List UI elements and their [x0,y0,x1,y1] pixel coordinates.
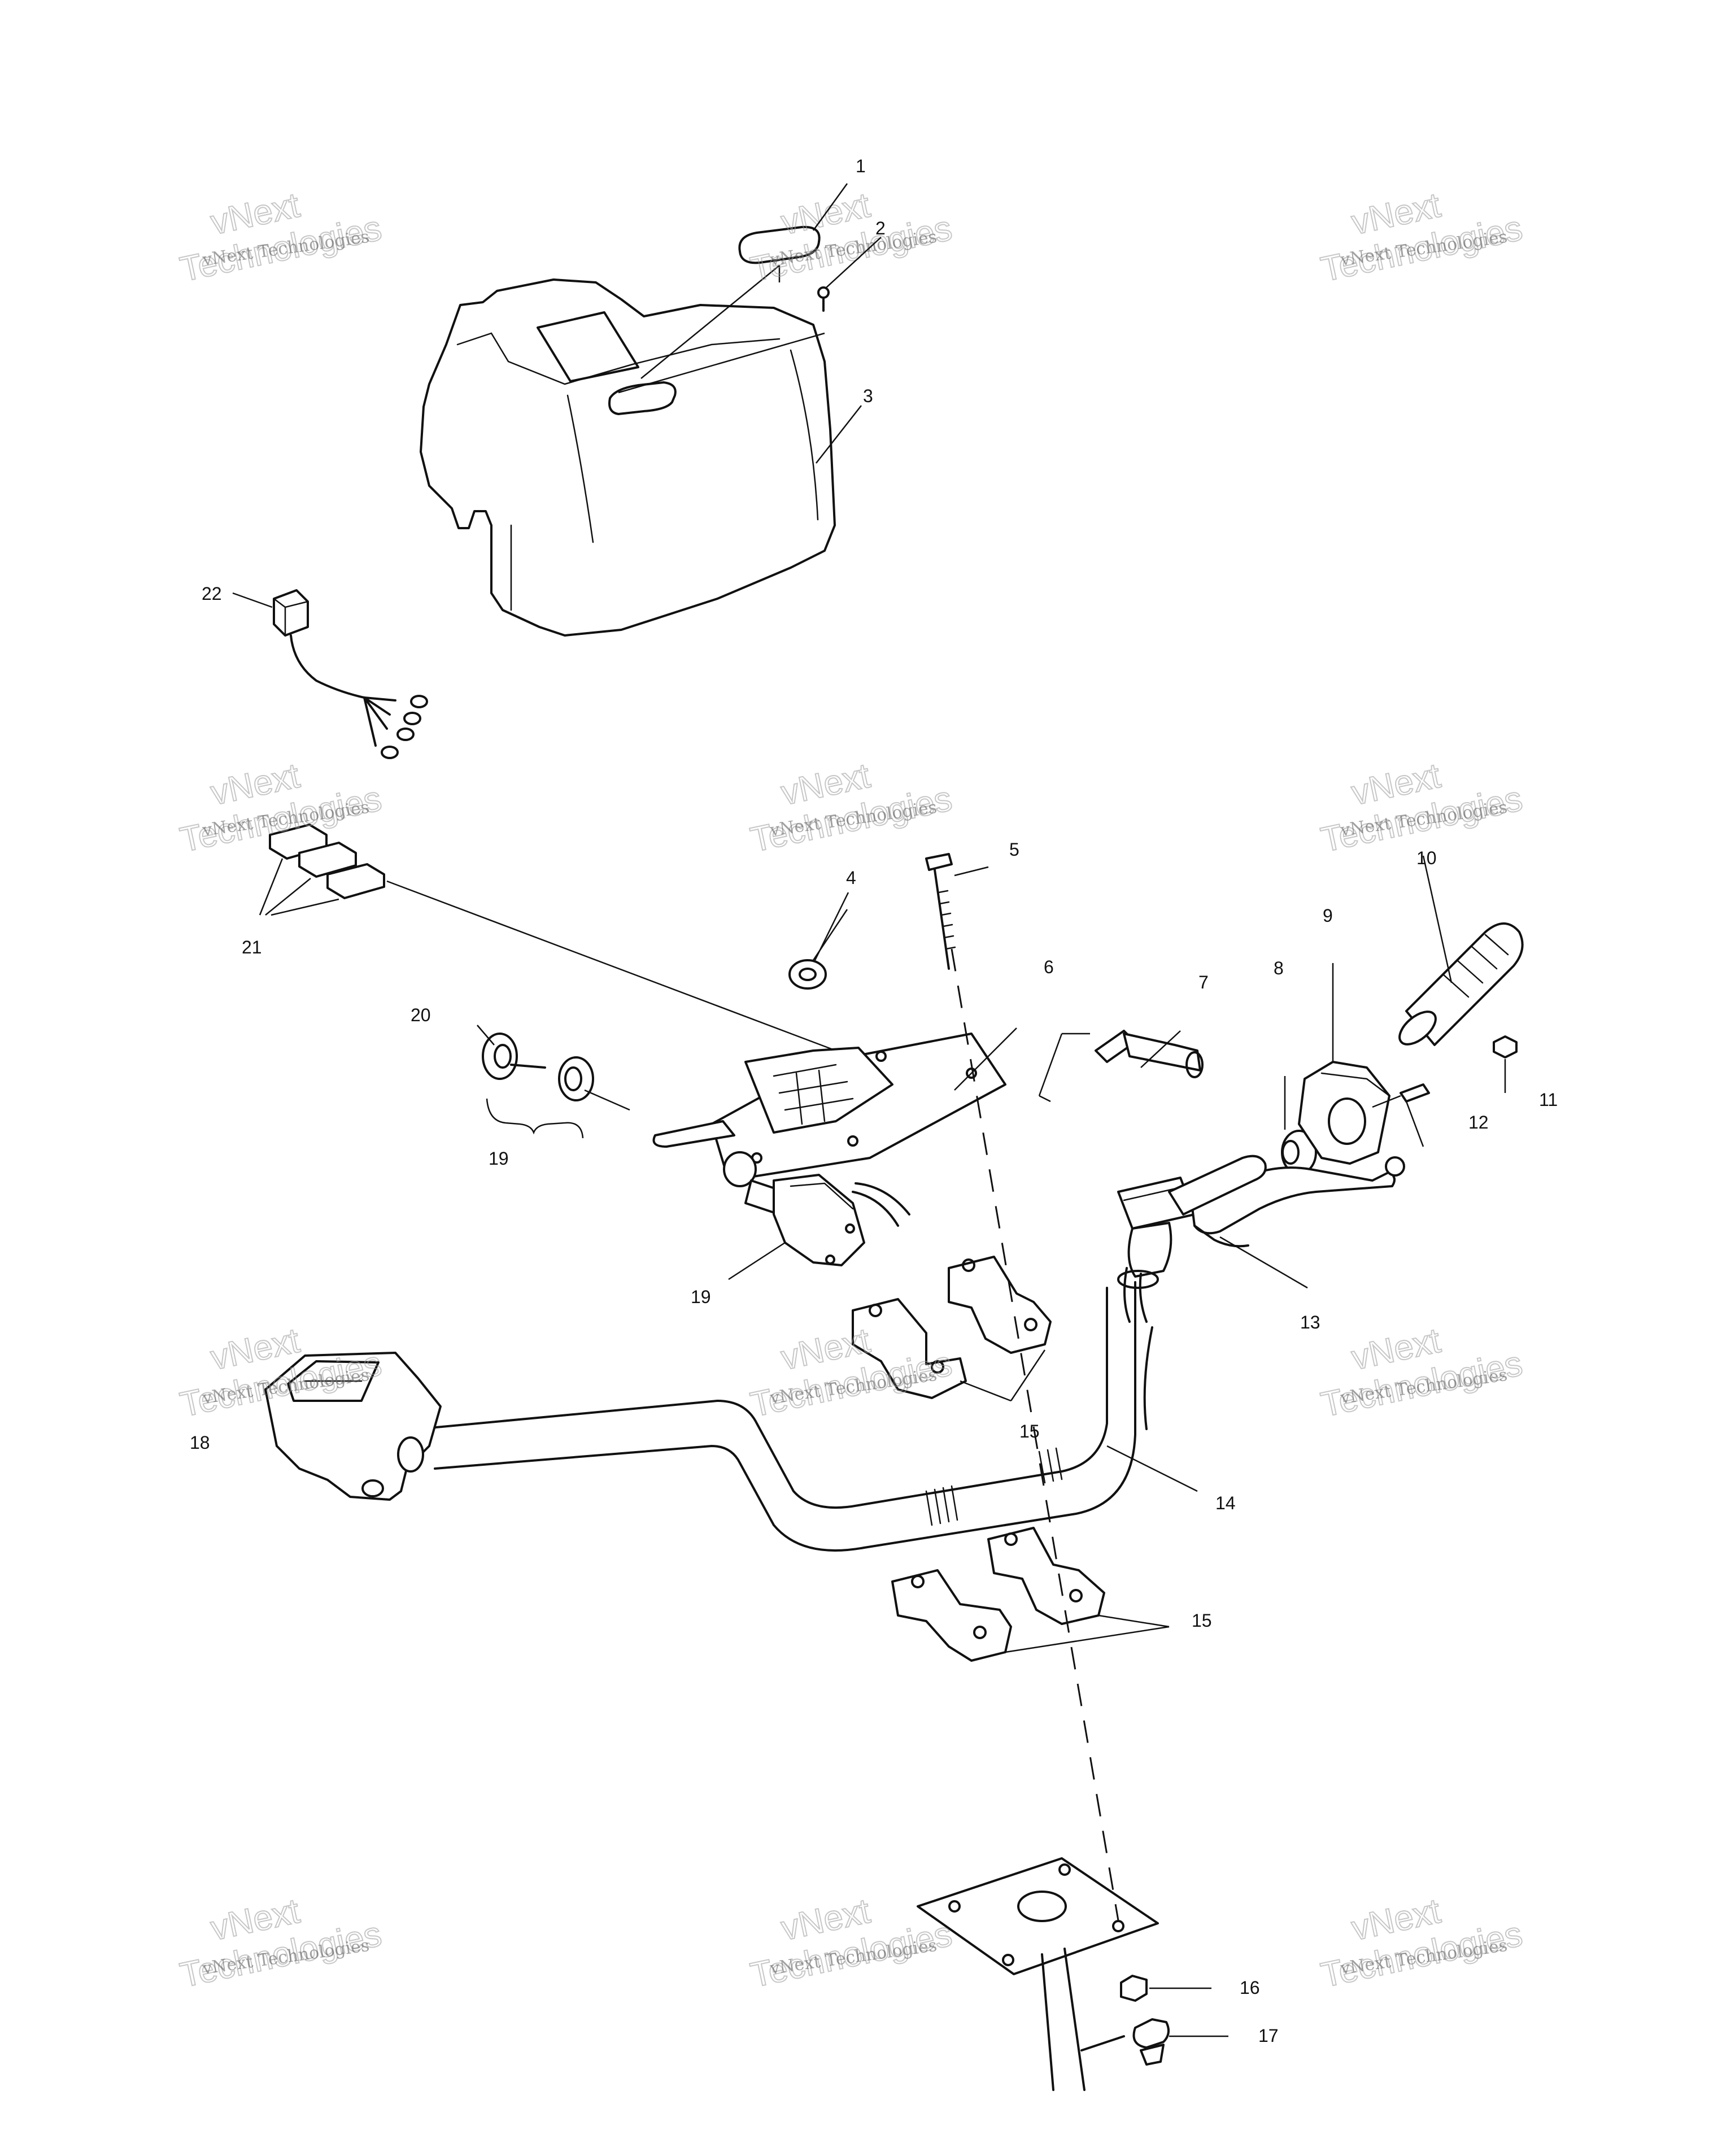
clip-part [1132,2018,1170,2066]
nut-part [1120,1975,1148,2002]
callout-5: 5 [1009,839,1019,860]
callout-12: 12 [1468,1112,1489,1133]
lower-clamps-part [891,1527,1105,1662]
switch-plate-part [652,1033,1006,1182]
callout-15-upper: 15 [1019,1421,1040,1441]
callout-20: 20 [411,1005,431,1025]
handlebar-part [417,1281,1153,1552]
callout-10: 10 [1416,848,1437,868]
callout-16: 16 [1240,1978,1260,1998]
callout-6: 6 [1044,957,1054,977]
callout-17: 17 [1258,2026,1279,2046]
grip-part [1398,922,1524,1046]
washer-part [788,959,827,990]
callout-9: 9 [1323,905,1333,926]
bolt-part [925,853,956,970]
set-screw-part [1372,1083,1430,1108]
callout-14: 14 [1215,1493,1236,1513]
end-cap-part [1493,1035,1518,1059]
callout-15-lower: 15 [1192,1610,1212,1631]
decal-part [738,225,821,264]
left-control-housing-part [264,1352,442,1501]
steering-plate-part [917,1857,1159,2091]
hood-cover-part [420,278,836,637]
callout-4: 4 [846,868,856,888]
callout-13: 13 [1300,1312,1320,1332]
callout-18: 18 [190,1432,210,1453]
harness-connector-part [273,589,428,759]
callout-19-upper: 19 [489,1148,509,1169]
housing-part [1298,1061,1390,1165]
key-ring-part [482,1033,594,1101]
callout-7: 7 [1198,972,1209,992]
callout-22: 22 [202,583,222,604]
screw-part [817,286,830,312]
callout-3: 3 [863,386,873,406]
callout-2: 2 [875,218,886,238]
callout-8: 8 [1274,958,1284,978]
callout-19-lower: 19 [691,1287,711,1307]
throttle-part [1095,1030,1204,1078]
switch-caps-part [269,824,385,899]
callout-1: 1 [856,156,866,176]
callout-21: 21 [242,937,262,957]
callout-11: 11 [1539,1090,1558,1110]
key-switch-part [723,1151,910,1266]
bushing-part [1281,1130,1317,1175]
brake-lever-part [1117,1155,1405,1323]
callout-labels: 1 2 3 4 5 6 7 8 9 10 11 12 13 14 15 15 1… [190,156,1558,2046]
